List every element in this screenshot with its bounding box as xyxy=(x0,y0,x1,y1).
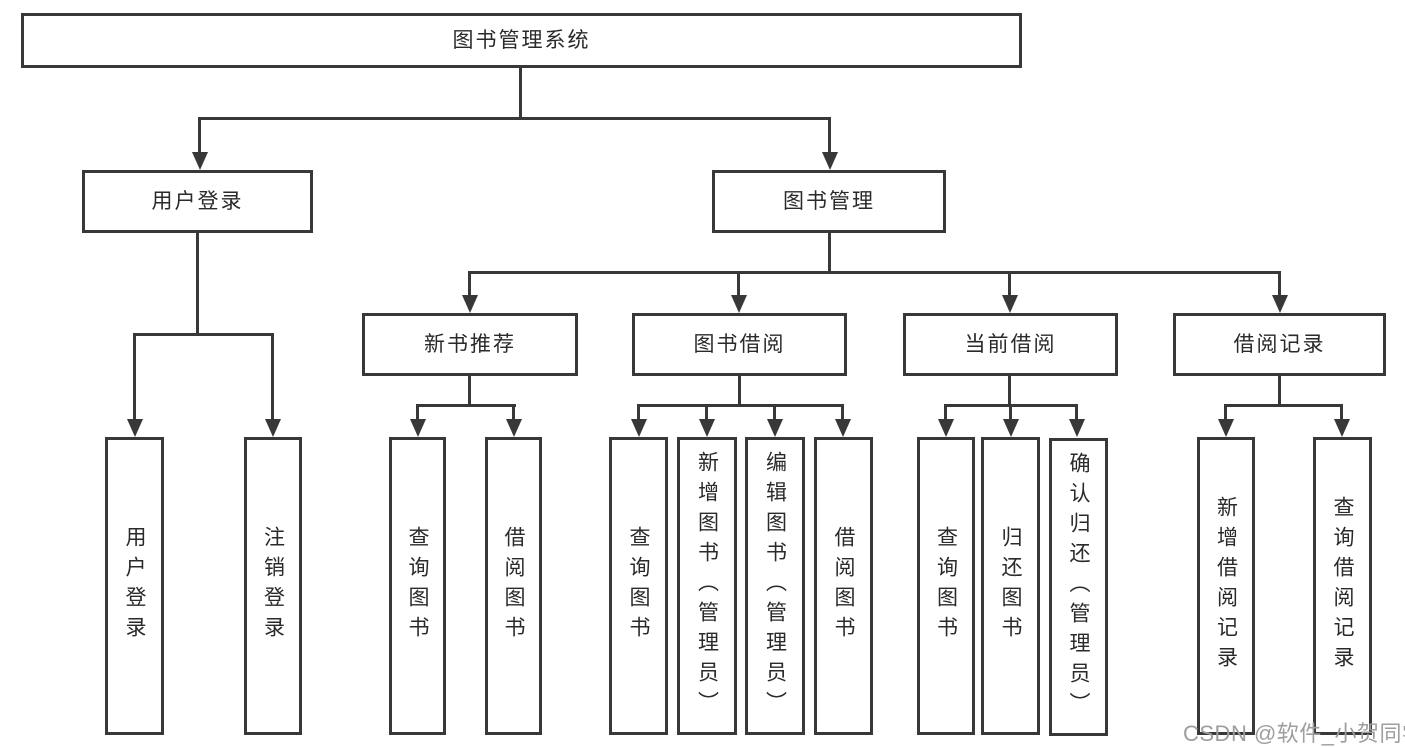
leaf-return-book: 归还图书 xyxy=(981,437,1040,735)
arrowhead-icon xyxy=(127,419,143,437)
leaf-add-book-admin: 新增图书（管理员） xyxy=(677,437,737,735)
node-borrow-record: 借阅记录 xyxy=(1173,313,1386,376)
arrowhead-icon xyxy=(731,295,747,313)
edge xyxy=(198,117,201,153)
arrowhead-icon xyxy=(1218,419,1234,437)
arrowhead-icon xyxy=(265,419,281,437)
leaf-logout-label: 注销登录 xyxy=(261,526,285,646)
node-borrow-record-label: 借阅记录 xyxy=(1233,333,1326,356)
edge xyxy=(512,404,515,420)
leaf-add-borrow-record-label: 新增借阅记录 xyxy=(1214,496,1238,676)
edge xyxy=(1075,404,1078,420)
edge xyxy=(1278,271,1281,296)
leaf-query-borrow-record: 查询借阅记录 xyxy=(1313,437,1372,735)
node-book-borrow-label: 图书借阅 xyxy=(693,333,786,356)
leaf-user-login: 用户登录 xyxy=(105,437,164,735)
leaf-query-book-recommend: 查询图书 xyxy=(389,437,446,735)
edge xyxy=(133,333,136,419)
arrowhead-icon xyxy=(822,152,838,170)
edge xyxy=(637,404,640,420)
arrowhead-icon xyxy=(835,419,851,437)
arrowhead-icon xyxy=(631,419,647,437)
leaf-borrow-book: 借阅图书 xyxy=(814,437,873,735)
edge xyxy=(705,404,708,420)
edge xyxy=(637,404,844,407)
arrowhead-icon xyxy=(192,152,208,170)
arrowhead-icon xyxy=(767,419,783,437)
leaf-confirm-return-admin-label: 确认归还（管理员） xyxy=(1067,452,1090,722)
edge xyxy=(468,271,1281,274)
node-user-login-label: 用户登录 xyxy=(151,190,244,213)
node-new-book-recommend: 新书推荐 xyxy=(362,313,578,376)
arrowhead-icon xyxy=(462,295,478,313)
edge xyxy=(416,404,516,407)
leaf-query-book-borrow-label: 查询图书 xyxy=(627,526,650,646)
arrowhead-icon xyxy=(410,419,426,437)
edge xyxy=(1278,376,1281,407)
edge xyxy=(198,117,831,120)
edge xyxy=(1224,404,1227,420)
arrowhead-icon xyxy=(1334,419,1350,437)
edge xyxy=(1008,376,1011,407)
edge xyxy=(737,271,740,296)
edge xyxy=(1340,404,1343,420)
leaf-user-login-label: 用户登录 xyxy=(123,526,146,646)
edge xyxy=(738,376,741,407)
edge xyxy=(944,404,947,420)
node-root-label: 图书管理系统 xyxy=(452,29,591,52)
edge xyxy=(828,117,831,153)
leaf-edit-book-admin: 编辑图书（管理员） xyxy=(745,437,805,735)
leaf-borrow-book-label: 借阅图书 xyxy=(832,526,855,646)
leaf-confirm-return-admin: 确认归还（管理员） xyxy=(1049,438,1108,736)
arrowhead-icon xyxy=(506,419,522,437)
leaf-query-borrow-record-label: 查询借阅记录 xyxy=(1331,496,1354,676)
arrowhead-icon xyxy=(1272,295,1288,313)
edge xyxy=(773,404,776,420)
node-root: 图书管理系统 xyxy=(21,13,1022,68)
node-book-management: 图书管理 xyxy=(712,170,946,233)
edge xyxy=(828,233,831,273)
edge xyxy=(841,404,844,420)
leaf-borrow-book-recommend: 借阅图书 xyxy=(485,437,542,735)
edge xyxy=(1009,404,1012,420)
arrowhead-icon xyxy=(1003,419,1019,437)
edge xyxy=(196,233,199,335)
leaf-return-book-label: 归还图书 xyxy=(999,526,1022,646)
edge xyxy=(416,404,419,420)
arrowhead-icon xyxy=(699,419,715,437)
leaf-query-book-current-label: 查询图书 xyxy=(934,526,958,646)
node-new-book-recommend-label: 新书推荐 xyxy=(424,333,516,356)
edge xyxy=(468,271,471,296)
arrowhead-icon xyxy=(938,419,954,437)
watermark: CSDN @软件_小贺同学 xyxy=(1183,721,1405,746)
node-book-borrow: 图书借阅 xyxy=(632,313,847,376)
leaf-borrow-book-recommend-label: 借阅图书 xyxy=(502,526,525,646)
leaf-add-borrow-record: 新增借阅记录 xyxy=(1197,437,1255,735)
leaf-query-book-recommend-label: 查询图书 xyxy=(406,526,429,646)
node-current-borrow-label: 当前借阅 xyxy=(964,333,1057,356)
edge xyxy=(468,376,471,407)
edge xyxy=(271,333,274,419)
leaf-logout: 注销登录 xyxy=(244,437,302,735)
arrowhead-icon xyxy=(1069,419,1085,437)
edge xyxy=(133,333,274,336)
edge xyxy=(1008,271,1011,296)
edge xyxy=(519,68,522,118)
leaf-query-book-borrow: 查询图书 xyxy=(609,437,668,735)
node-book-management-label: 图书管理 xyxy=(783,190,875,213)
node-current-borrow: 当前借阅 xyxy=(903,313,1118,376)
leaf-query-book-current: 查询图书 xyxy=(917,437,975,735)
arrowhead-icon xyxy=(1002,295,1018,313)
edge xyxy=(1224,404,1343,407)
leaf-edit-book-admin-label: 编辑图书（管理员） xyxy=(763,451,787,721)
node-user-login: 用户登录 xyxy=(82,170,313,233)
leaf-add-book-admin-label: 新增图书（管理员） xyxy=(695,451,719,721)
